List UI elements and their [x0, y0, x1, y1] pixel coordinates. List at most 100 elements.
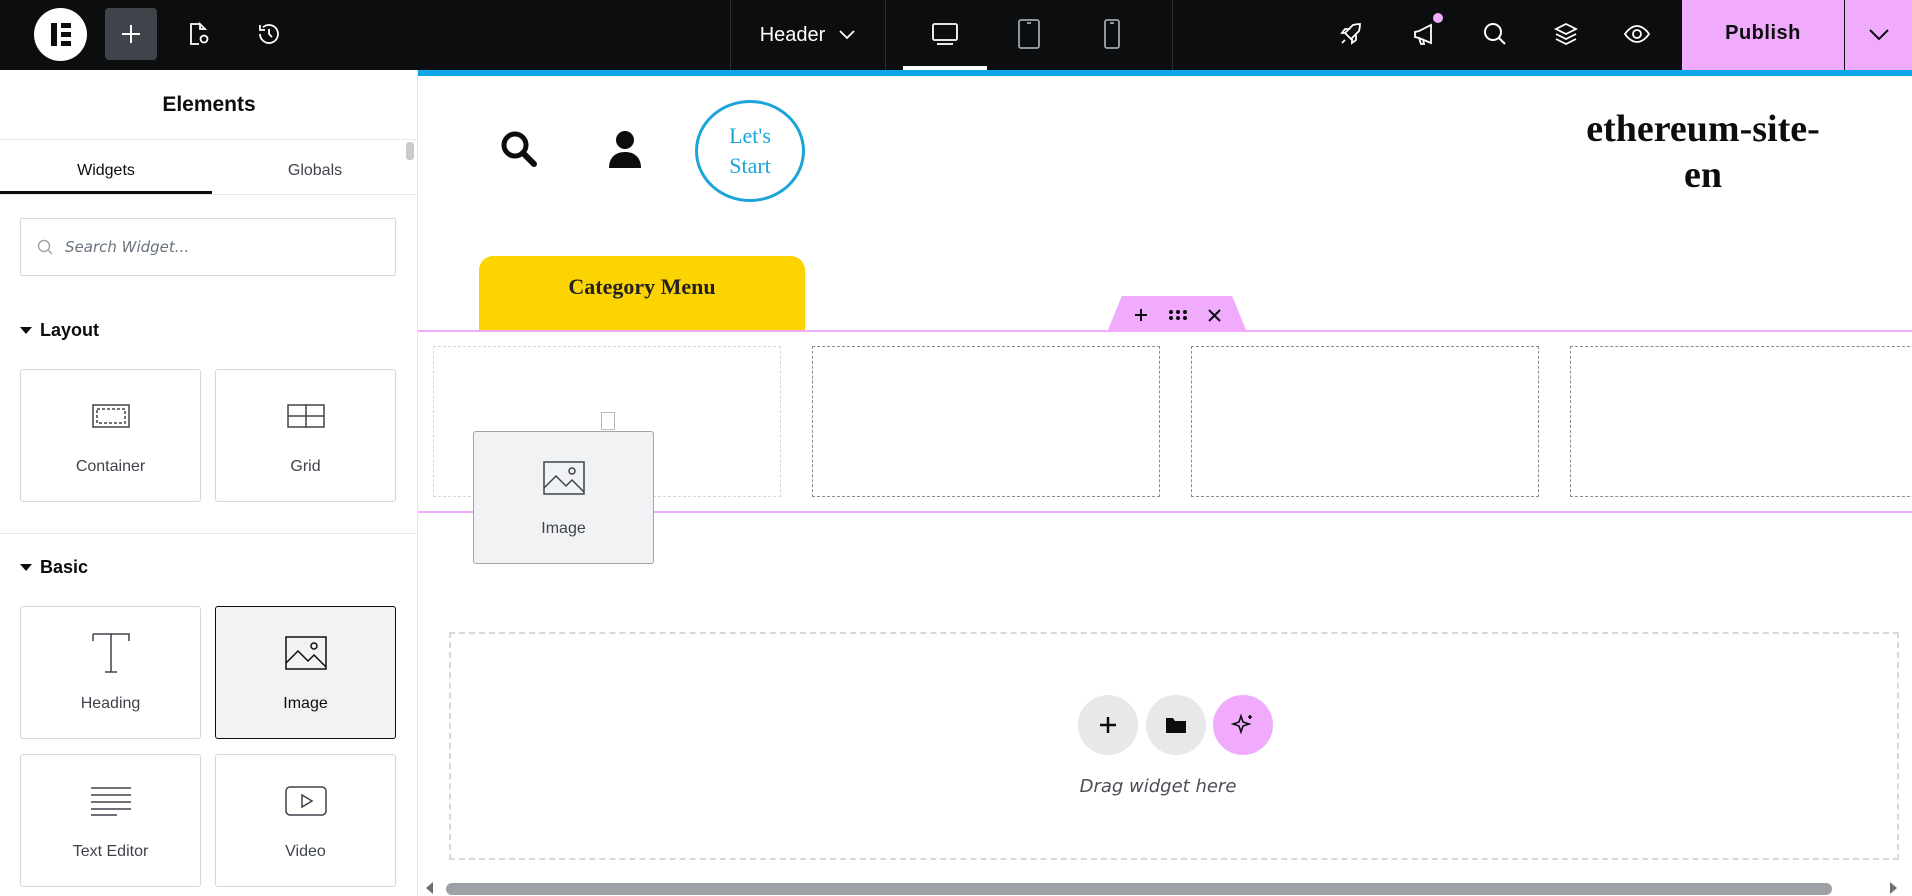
drop-indicator	[601, 412, 615, 430]
caret-down-icon	[20, 564, 32, 571]
drag-handle-icon[interactable]	[1168, 309, 1188, 321]
desktop-view-button[interactable]	[919, 8, 971, 60]
video-icon	[216, 777, 395, 825]
user-icon[interactable]	[608, 130, 642, 170]
chevron-down-icon	[839, 30, 855, 40]
widget-search[interactable]	[20, 218, 396, 276]
empty-column[interactable]	[1570, 346, 1912, 497]
section-outline	[418, 330, 1912, 513]
mobile-icon	[1104, 19, 1120, 49]
scroll-right-arrow[interactable]	[1890, 882, 1897, 894]
search-icon	[37, 239, 53, 255]
folder-icon	[1166, 718, 1186, 733]
site-settings-button[interactable]	[1325, 8, 1377, 60]
empty-drop-zone[interactable]	[449, 632, 1899, 860]
section-title: Layout	[40, 320, 100, 340]
site-title: ethereum-site-en	[1586, 108, 1820, 196]
widget-label: Grid	[290, 458, 321, 475]
preview-button[interactable]	[1611, 8, 1663, 60]
widget-video[interactable]: Video	[215, 754, 396, 887]
widget-label: Image	[283, 695, 328, 712]
page-settings-button[interactable]	[172, 8, 224, 60]
active-device-indicator	[903, 66, 987, 70]
header-selection-outline	[418, 70, 1912, 76]
grid-icon	[216, 392, 395, 440]
desktop-icon	[932, 23, 958, 45]
drop-hint: Drag widget here	[1079, 776, 1237, 797]
document-switcher[interactable]: Header	[730, 0, 885, 70]
divider	[885, 0, 886, 70]
divider	[0, 533, 417, 534]
add-template-button[interactable]	[1146, 695, 1206, 755]
tablet-icon	[1018, 19, 1040, 49]
publish-options-button[interactable]	[1845, 0, 1912, 70]
search-input[interactable]	[65, 238, 365, 256]
empty-column[interactable]	[1191, 346, 1539, 497]
add-icon	[122, 25, 140, 43]
widget-label: Video	[285, 843, 326, 860]
section-layout-toggle[interactable]: Layout	[20, 320, 99, 341]
document-title: Header	[759, 23, 826, 46]
divider	[1172, 0, 1173, 70]
layers-icon	[1553, 22, 1579, 46]
history-icon	[259, 24, 279, 44]
chevron-down-icon	[1868, 29, 1889, 41]
panel-scrollbar[interactable]	[406, 142, 414, 160]
lets-start-button[interactable]: Let's Start	[695, 100, 805, 202]
page-settings-icon	[190, 21, 209, 45]
widget-label: Heading	[80, 695, 141, 712]
section-handle[interactable]	[1108, 296, 1246, 330]
add-icon	[1100, 717, 1116, 733]
structure-button[interactable]	[1540, 8, 1592, 60]
rocket-icon	[1340, 23, 1361, 45]
tab-globals[interactable]: Globals	[287, 162, 343, 179]
image-icon	[474, 454, 653, 502]
widget-label: Image	[541, 520, 586, 537]
lets-start-label-line2: Start	[729, 153, 771, 178]
widget-image[interactable]: Image	[215, 606, 396, 739]
whats-new-button[interactable]	[1398, 8, 1450, 60]
category-menu-button[interactable]: Category Menu	[479, 256, 805, 330]
empty-column[interactable]	[812, 346, 1160, 497]
add-section-button[interactable]	[1078, 695, 1138, 755]
image-icon	[216, 629, 395, 677]
elements-panel: Elements Widgets Globals Layout Containe…	[0, 70, 418, 896]
history-button[interactable]	[243, 8, 295, 60]
active-tab-indicator	[0, 191, 212, 194]
heading-icon	[21, 629, 200, 677]
finder-button[interactable]	[1469, 8, 1521, 60]
caret-down-icon	[20, 327, 32, 334]
add-element-button[interactable]	[105, 8, 157, 60]
widget-grid[interactable]: Grid	[215, 369, 396, 502]
dragged-image-widget[interactable]: Image	[473, 431, 654, 564]
text-editor-icon	[21, 777, 200, 825]
section-basic-toggle[interactable]: Basic	[20, 557, 88, 578]
tablet-view-button[interactable]	[1003, 8, 1055, 60]
widget-text-editor[interactable]: Text Editor	[20, 754, 201, 887]
editor-canvas: Let's Start ethereum-site-en Category Me…	[418, 70, 1912, 896]
megaphone-icon	[1414, 23, 1432, 45]
container-icon	[21, 392, 200, 440]
widget-container[interactable]: Container	[20, 369, 201, 502]
widget-label: Text Editor	[72, 843, 149, 860]
eye-icon	[1623, 25, 1651, 43]
top-bar: Header Publish	[0, 0, 1912, 70]
scroll-left-arrow[interactable]	[426, 882, 433, 894]
scrollbar-thumb[interactable]	[446, 883, 1832, 895]
ai-generate-button[interactable]	[1213, 695, 1273, 755]
close-icon[interactable]	[1207, 308, 1221, 322]
add-icon[interactable]	[1134, 308, 1148, 322]
search-icon[interactable]	[500, 130, 538, 168]
panel-title: Elements	[0, 70, 417, 140]
sparkle-icon	[1231, 713, 1252, 735]
widget-heading[interactable]: Heading	[20, 606, 201, 739]
widget-label: Container	[75, 458, 146, 475]
tab-widgets[interactable]: Widgets	[77, 162, 135, 179]
publish-button[interactable]: Publish	[1682, 0, 1844, 70]
mobile-view-button[interactable]	[1086, 8, 1138, 60]
elementor-logo[interactable]	[34, 8, 87, 61]
search-icon	[1484, 23, 1506, 45]
divider	[0, 194, 417, 195]
section-title: Basic	[40, 557, 89, 577]
notification-dot	[1433, 13, 1443, 23]
